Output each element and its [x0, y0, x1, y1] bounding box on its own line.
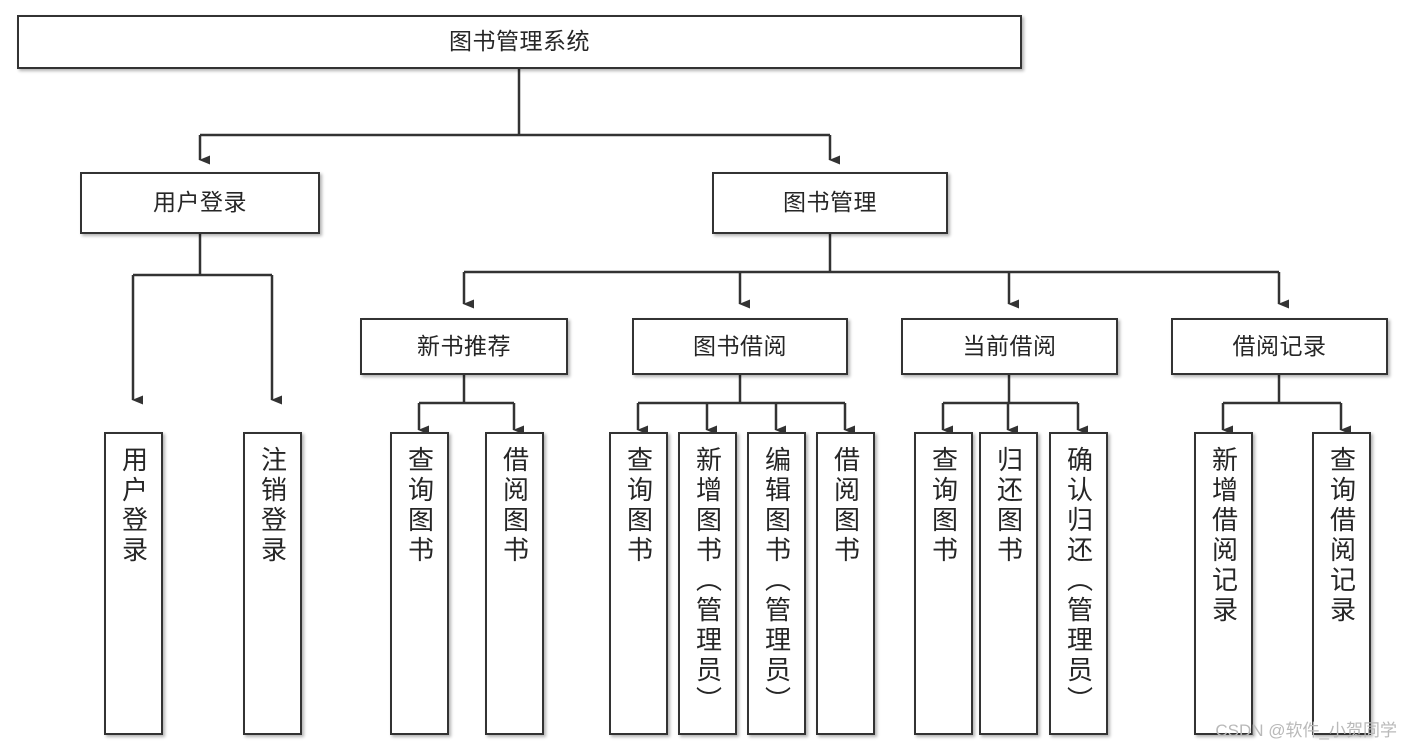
- node-label: 注销登录: [257, 446, 288, 566]
- node-root-book-management-system[interactable]: 图书管理系统: [17, 15, 1022, 69]
- node-label: 编辑图书（管理员）: [761, 446, 792, 716]
- node-leaf-query-book-borrow[interactable]: 查询图书: [609, 432, 668, 735]
- node-book-manage[interactable]: 图书管理: [712, 172, 948, 234]
- node-leaf-logout-login[interactable]: 注销登录: [243, 432, 302, 735]
- node-label: 图书借阅: [693, 332, 787, 359]
- node-leaf-borrow-book-borrow[interactable]: 借阅图书: [816, 432, 875, 735]
- node-label: 查询图书: [928, 446, 959, 566]
- node-label: 借阅记录: [1232, 332, 1327, 359]
- node-current-borrow[interactable]: 当前借阅: [901, 318, 1118, 375]
- node-leaf-confirm-return-admin[interactable]: 确认归还（管理员）: [1049, 432, 1108, 735]
- node-label: 新增借阅记录: [1208, 446, 1239, 626]
- node-label: 图书管理系统: [449, 28, 590, 55]
- node-leaf-query-book-current[interactable]: 查询图书: [914, 432, 973, 735]
- node-leaf-return-book[interactable]: 归还图书: [979, 432, 1038, 735]
- node-new-book-recommend[interactable]: 新书推荐: [360, 318, 568, 375]
- node-leaf-add-book-admin[interactable]: 新增图书（管理员）: [678, 432, 737, 735]
- node-user-login[interactable]: 用户登录: [80, 172, 320, 234]
- node-label: 查询图书: [404, 446, 435, 566]
- node-label: 用户登录: [153, 189, 247, 216]
- node-leaf-add-borrow-record[interactable]: 新增借阅记录: [1194, 432, 1253, 735]
- node-label: 新增图书（管理员）: [692, 446, 723, 716]
- node-label: 新书推荐: [417, 332, 511, 359]
- node-label: 借阅图书: [499, 446, 530, 566]
- node-leaf-borrow-book-recommend[interactable]: 借阅图书: [485, 432, 544, 735]
- node-label: 用户登录: [118, 446, 149, 566]
- node-book-borrow[interactable]: 图书借阅: [632, 318, 848, 375]
- node-leaf-query-borrow-record[interactable]: 查询借阅记录: [1312, 432, 1371, 735]
- node-leaf-user-login[interactable]: 用户登录: [104, 432, 163, 735]
- node-label: 归还图书: [993, 446, 1024, 566]
- node-label: 当前借阅: [962, 332, 1057, 359]
- node-label: 查询借阅记录: [1326, 446, 1357, 626]
- node-label: 查询图书: [623, 446, 654, 566]
- node-leaf-query-book-recommend[interactable]: 查询图书: [390, 432, 449, 735]
- node-borrow-record[interactable]: 借阅记录: [1171, 318, 1388, 375]
- node-label: 确认归还（管理员）: [1063, 446, 1094, 716]
- node-label: 借阅图书: [830, 446, 861, 566]
- node-label: 图书管理: [783, 189, 877, 216]
- node-leaf-edit-book-admin[interactable]: 编辑图书（管理员）: [747, 432, 806, 735]
